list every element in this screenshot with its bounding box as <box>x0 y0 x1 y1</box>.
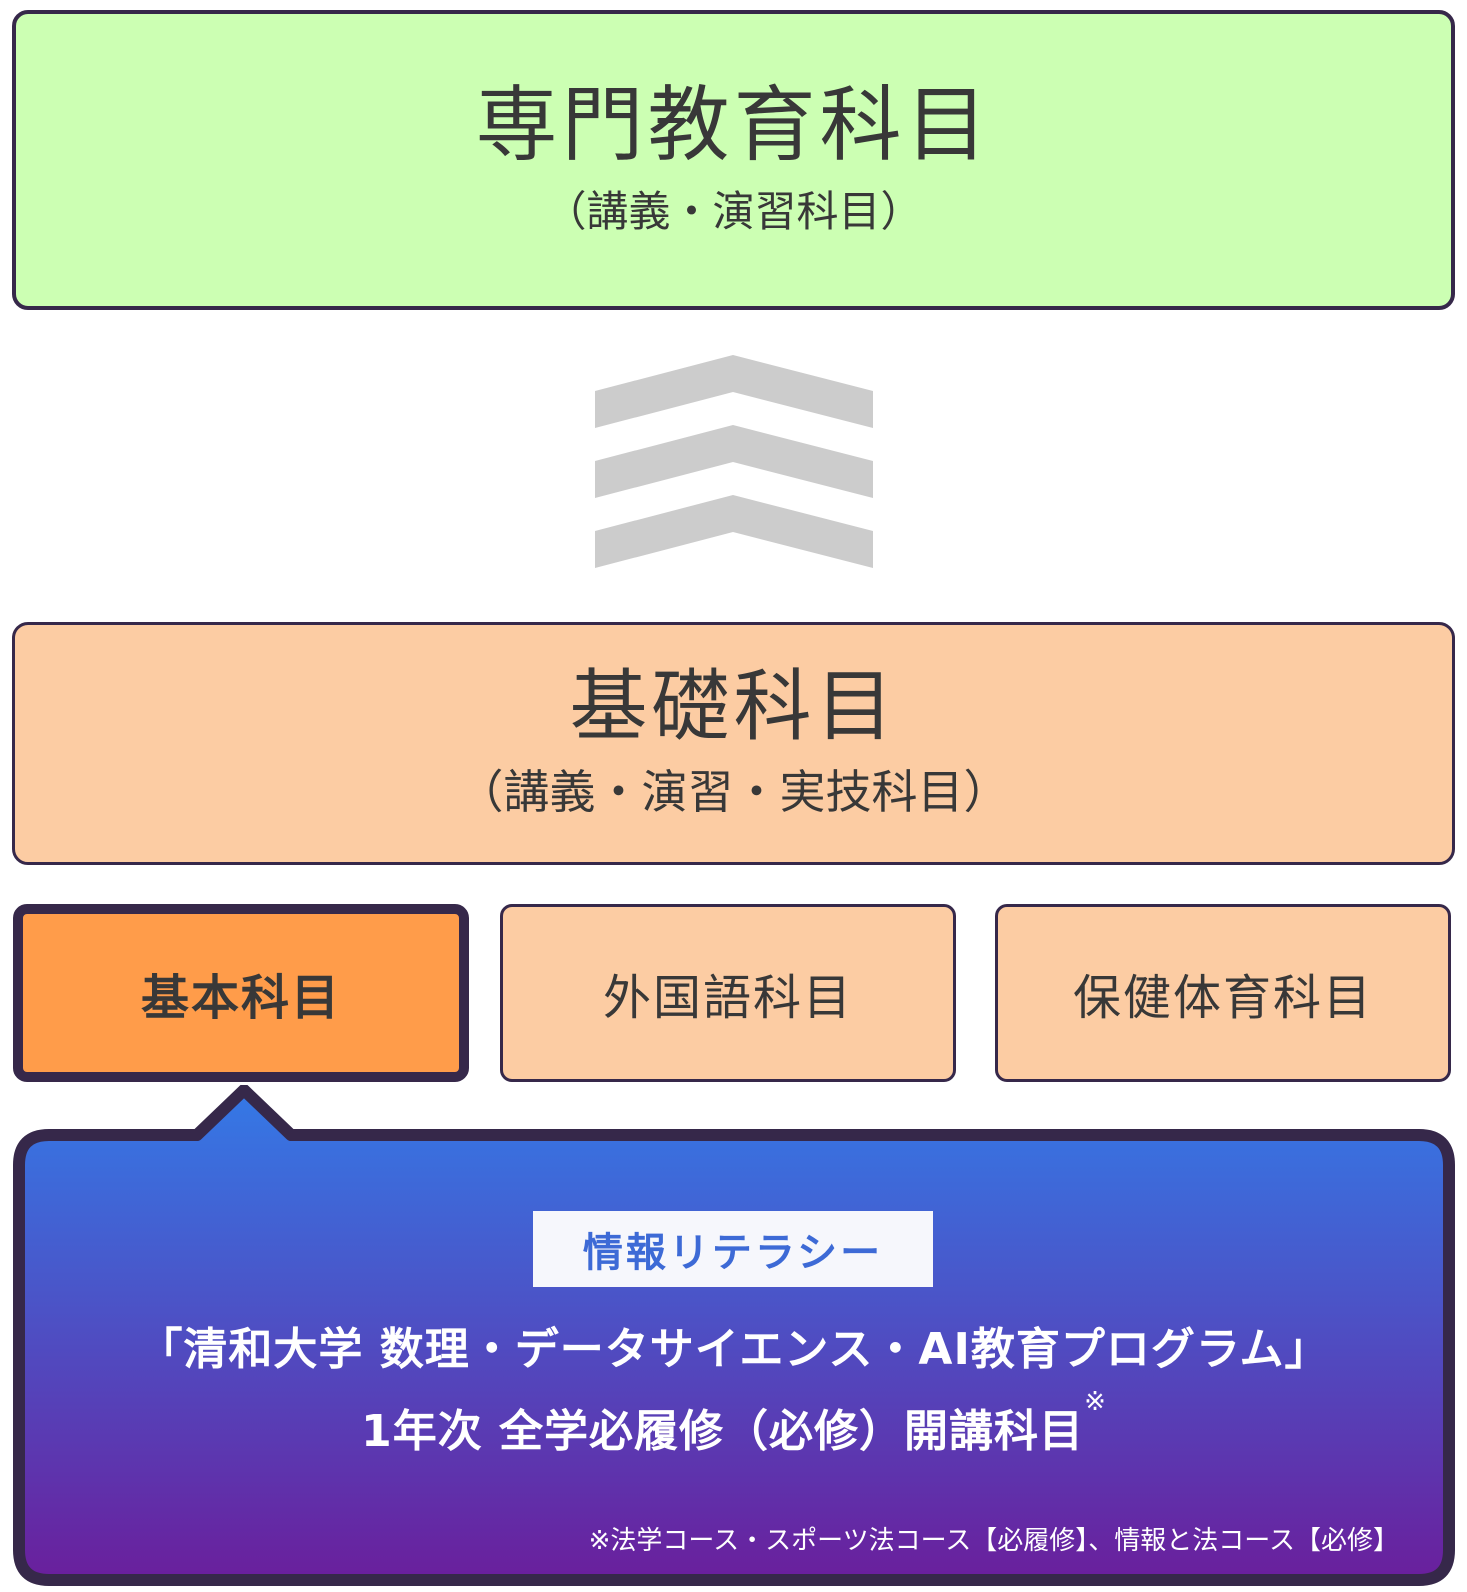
specialized-education-box: 専門教育科目 （講義・演習科目） <box>12 10 1455 310</box>
info-literacy-badge: 情報リテラシー <box>533 1211 933 1287</box>
program-requirement-text: 1年次 全学必履修（必修）開講科目 <box>361 1406 1085 1457</box>
info-literacy-label: 情報リテラシー <box>582 1230 884 1276</box>
program-title: 「清和大学 数理・データサイエンス・AI教育プログラム」 <box>138 1324 1330 1375</box>
basic-subjects-label: 基本科目 <box>140 970 341 1026</box>
reference-mark: ※ <box>1084 1387 1107 1417</box>
specialized-education-title: 専門教育科目 <box>475 78 992 174</box>
footnote: ※法学コース・スポーツ法コース【必履修】、情報と法コース【必修】 <box>588 1526 1399 1556</box>
foundation-subjects-title: 基礎科目 <box>569 661 898 752</box>
foundation-subjects-subtitle: （講義・演習・実技科目） <box>457 765 1010 820</box>
health-pe-box: 保健体育科目 <box>995 904 1451 1082</box>
basic-subjects-box: 基本科目 <box>13 904 469 1082</box>
foundation-subjects-box: 基礎科目 （講義・演習・実技科目） <box>12 622 1455 865</box>
chevron-up-triple-icon <box>595 355 873 568</box>
info-literacy-callout: 情報リテラシー 「清和大学 数理・データサイエンス・AI教育プログラム」 1年次… <box>9 1085 1459 1590</box>
foreign-language-box: 外国語科目 <box>500 904 956 1082</box>
callout-shape <box>13 1085 1455 1586</box>
program-requirement: 1年次 全学必履修（必修）開講科目※ <box>9 1387 1459 1459</box>
foreign-language-label: 外国語科目 <box>602 970 853 1026</box>
specialized-education-subtitle: （講義・演習科目） <box>544 186 923 236</box>
health-pe-label: 保健体育科目 <box>1072 970 1373 1026</box>
